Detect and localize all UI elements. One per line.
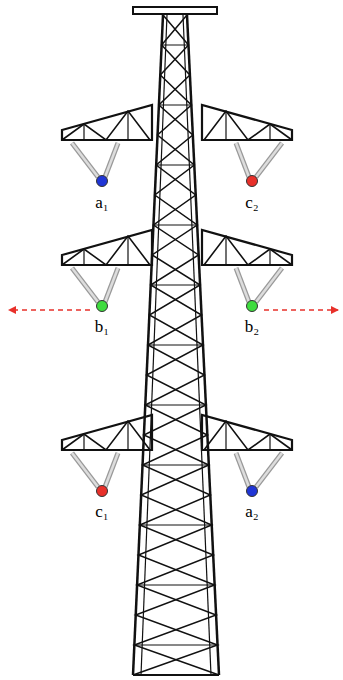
- phase-label: b₁: [95, 318, 109, 337]
- phase-label: c₂: [245, 194, 258, 213]
- phase-label: b₂: [245, 318, 259, 337]
- phase-label: a₂: [245, 503, 258, 522]
- phase-label: a₁: [95, 194, 108, 213]
- phase-label: c₁: [95, 503, 108, 522]
